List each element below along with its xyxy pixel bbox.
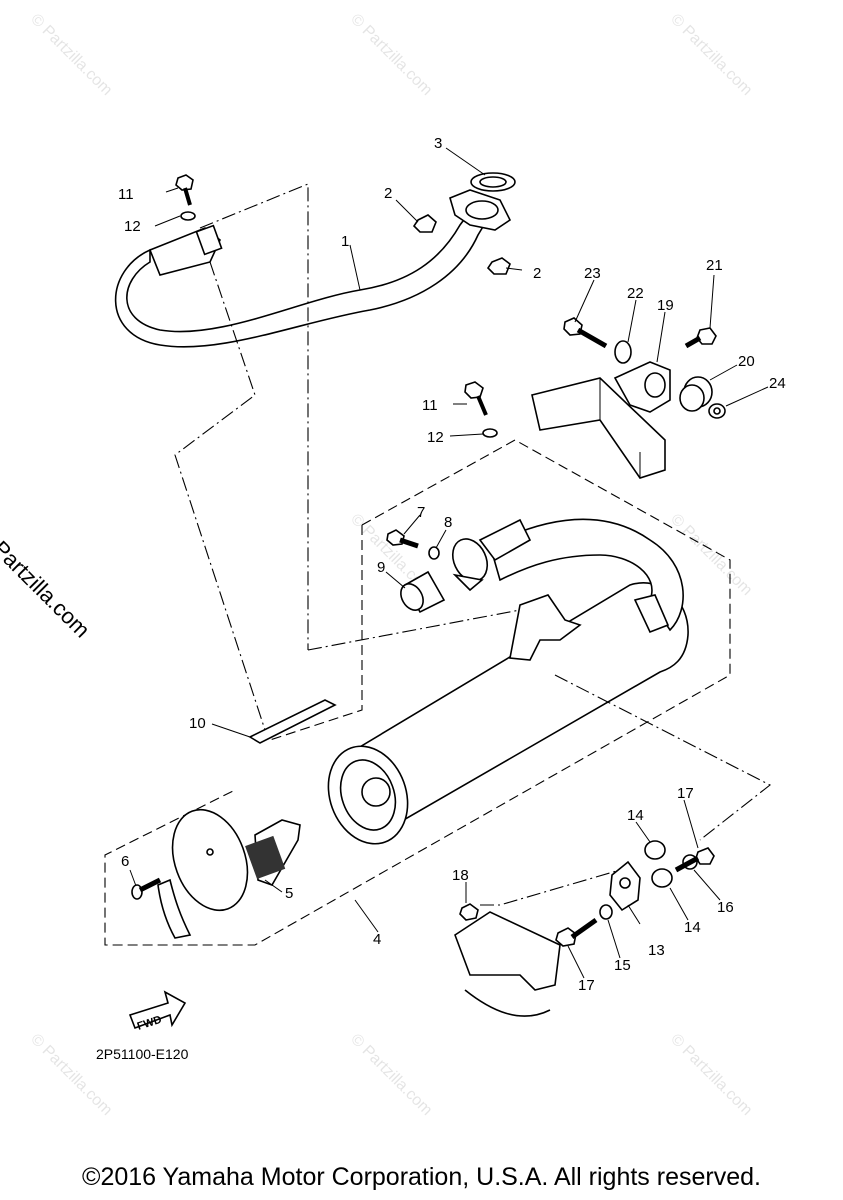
callout-7: 7: [417, 504, 425, 521]
callout-22: 22: [627, 285, 644, 302]
tile-watermark: © Partzilla.com: [347, 11, 435, 99]
exhaust-pipe: [114, 189, 512, 348]
bolt: [175, 174, 194, 206]
gasket-sleeve: [400, 570, 446, 614]
leader-lines: [129, 147, 769, 979]
damper: [609, 860, 641, 912]
bolt: [674, 847, 715, 873]
muffler: [327, 518, 689, 845]
collar: [644, 840, 666, 860]
callout-13: 13: [648, 942, 665, 959]
callout-9: 9: [377, 559, 385, 576]
nut: [459, 903, 479, 921]
tile-watermark: © Partzilla.com: [667, 1031, 755, 1119]
callout-10: 10: [189, 715, 206, 732]
callout-6: 6: [121, 853, 129, 870]
bolt: [684, 327, 717, 349]
callout-17: 17: [578, 977, 595, 994]
callout-3: 3: [434, 135, 442, 152]
pipe-clamp: [451, 518, 532, 592]
callout-14: 14: [684, 919, 701, 936]
callout-4: 4: [373, 931, 381, 948]
washer: [614, 340, 632, 364]
washer: [482, 428, 498, 438]
tile-watermark: © Partzilla.com: [667, 11, 755, 99]
callout-12: 12: [427, 429, 444, 446]
tile-watermark: © Partzilla.com: [27, 11, 115, 99]
frame-mount: [454, 911, 561, 1017]
mounting-bracket: [613, 361, 671, 413]
callout-20: 20: [738, 353, 755, 370]
washer: [428, 546, 440, 560]
spark-arrester: [157, 808, 301, 939]
callout-14: 14: [627, 807, 644, 824]
callout-23: 23: [584, 265, 601, 282]
bolt: [555, 917, 598, 947]
gasket-plate: [248, 699, 337, 744]
diagram-code: 2P51100-E120: [96, 1046, 189, 1062]
screw: [131, 877, 162, 900]
copyright-footer: ©2016 Yamaha Motor Corporation, U.S.A. A…: [82, 1163, 761, 1191]
callout-17: 17: [677, 785, 694, 802]
callouts: 1 2 2 3 11 12 11 12 23 22 19 21 20 24 7 …: [118, 135, 786, 994]
washer: [599, 904, 613, 920]
tile-watermark: © Partzilla.com: [347, 1031, 435, 1119]
callout-11: 11: [422, 397, 438, 414]
callout-21: 21: [706, 257, 723, 274]
callout-5: 5: [285, 885, 293, 902]
callout-2: 2: [533, 265, 541, 282]
grommet: [679, 376, 713, 412]
bolt: [464, 381, 488, 416]
callout-2: 2: [384, 185, 392, 202]
bolt: [386, 529, 419, 549]
callout-1: 1: [341, 233, 349, 250]
nut: [412, 214, 437, 233]
frame-bracket: [531, 377, 666, 479]
forward-arrow-icon: FWD: [128, 990, 187, 1033]
callout-24: 24: [769, 375, 786, 392]
callout-11: 11: [118, 186, 134, 203]
callout-19: 19: [657, 297, 674, 314]
tile-watermark: © Partzilla.com: [27, 1031, 115, 1119]
bolt: [563, 317, 608, 349]
callout-18: 18: [452, 867, 469, 884]
callout-8: 8: [444, 514, 452, 531]
callout-15: 15: [614, 957, 631, 974]
callout-12: 12: [124, 218, 141, 235]
collar: [651, 868, 673, 888]
nut: [486, 257, 511, 275]
washer: [180, 211, 196, 221]
callout-16: 16: [717, 899, 734, 916]
